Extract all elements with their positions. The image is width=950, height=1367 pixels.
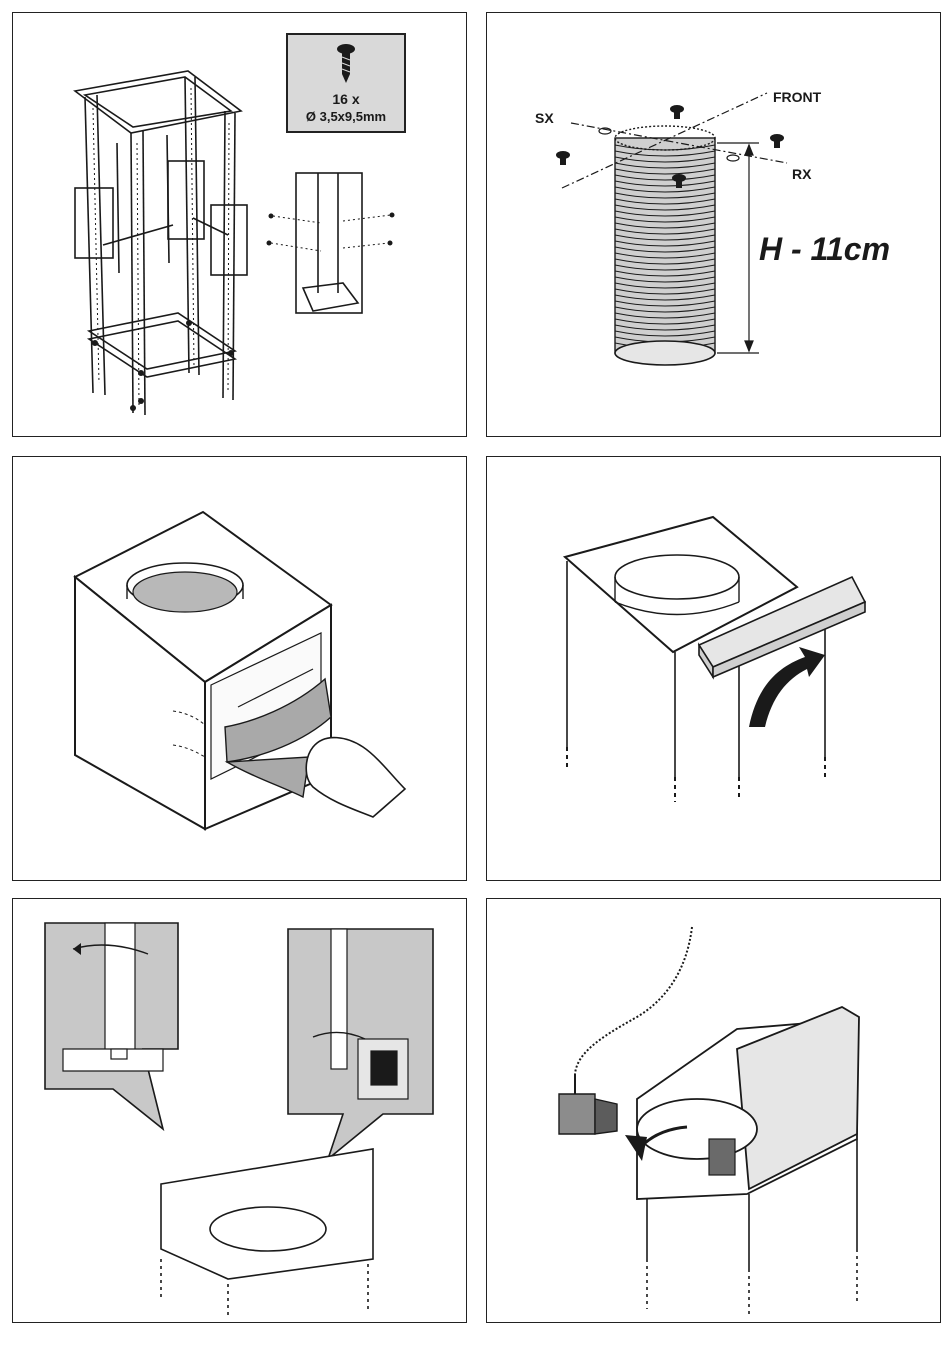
step-remove-filter <box>486 456 941 881</box>
duct-illustration <box>487 13 941 437</box>
step-fix-brackets <box>12 898 467 1323</box>
screw-info-box: 16 x Ø 3,5x9,5mm <box>286 33 406 133</box>
screw-quantity: 16 x <box>288 91 404 107</box>
step-duct-fitting: FRONT SX RX H - 11cm <box>486 12 941 437</box>
brackets-illustration <box>13 899 467 1323</box>
hood-film-illustration <box>13 457 467 881</box>
connection-illustration <box>487 899 941 1323</box>
filter-removal-illustration <box>487 457 941 881</box>
screw-size: Ø 3,5x9,5mm <box>288 109 404 124</box>
label-rx: RX <box>792 166 811 182</box>
height-label: H - 11cm <box>759 231 890 268</box>
label-sx: SX <box>535 110 554 126</box>
step-frame-assembly: 16 x Ø 3,5x9,5mm <box>12 12 467 437</box>
screw-icon <box>288 35 408 91</box>
step-remove-film <box>12 456 467 881</box>
label-front: FRONT <box>773 89 821 105</box>
step-electrical-connection <box>486 898 941 1323</box>
